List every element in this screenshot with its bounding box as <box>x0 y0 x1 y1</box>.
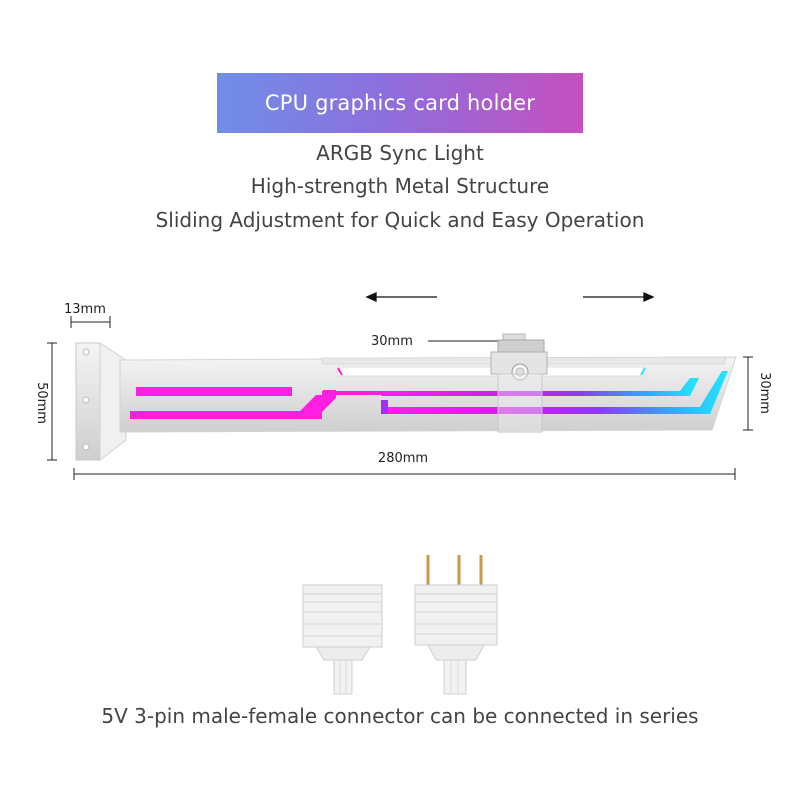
label-50mm: 50mm <box>34 382 49 424</box>
slide-arrows <box>365 291 655 303</box>
feature-sliding: Sliding Adjustment for Quick and Easy Op… <box>155 208 645 232</box>
title-banner: CPU graphics card holder <box>217 73 583 133</box>
dimension-30mm-vertical: 30mm <box>743 356 772 431</box>
label-30mm-slider: 30mm <box>371 334 413 349</box>
argb-light-strips <box>130 371 728 419</box>
feature-metal: High-strength Metal Structure <box>250 174 550 198</box>
label-13mm: 13mm <box>64 302 106 317</box>
female-connector <box>302 584 383 695</box>
dimension-50mm: 50mm <box>34 342 57 461</box>
male-connector <box>414 555 498 695</box>
slider-clamp <box>490 333 548 433</box>
title-text: CPU graphics card holder <box>264 91 536 115</box>
label-30mm-vertical: 30mm <box>757 372 772 414</box>
dimension-30mm-slider: 30mm <box>371 334 498 349</box>
connector-caption: 5V 3-pin male-female connector can be co… <box>101 704 699 728</box>
holder-bracket <box>75 342 737 462</box>
dimension-280mm: 280mm <box>73 451 736 480</box>
label-280mm: 280mm <box>378 451 428 466</box>
feature-argb: ARGB Sync Light <box>316 141 484 165</box>
dimension-13mm: 13mm <box>64 302 111 328</box>
